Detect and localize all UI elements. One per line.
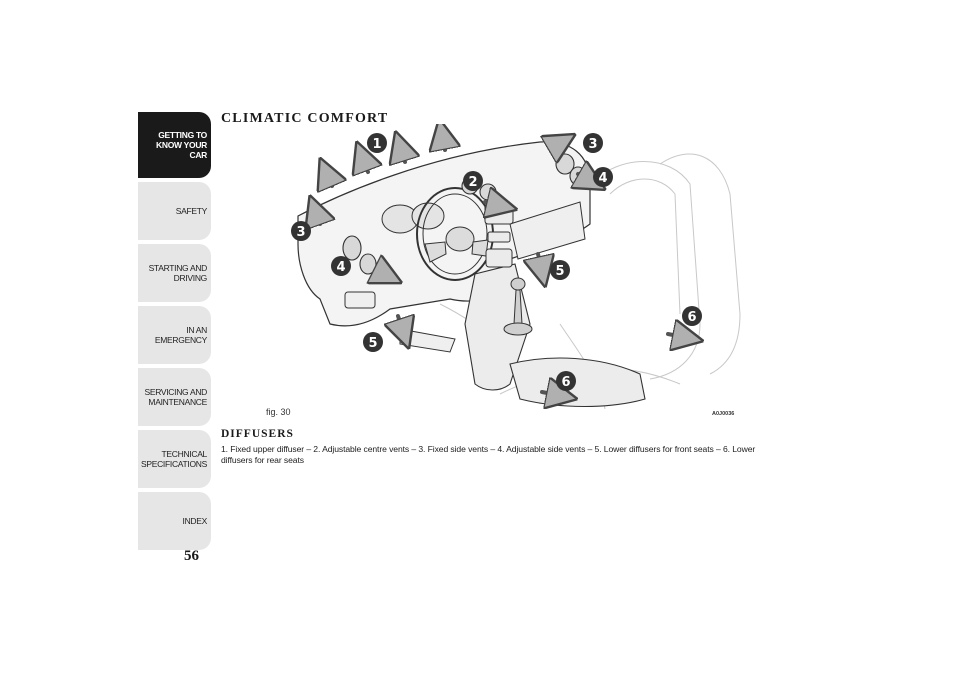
chapter-sidebar: GETTING TO KNOW YOUR CAR SAFETY STARTING… xyxy=(138,112,211,554)
svg-text:5: 5 xyxy=(555,264,564,279)
callout-6-right: 6 xyxy=(682,306,702,326)
callout-1: 1 xyxy=(367,133,387,153)
svg-text:6: 6 xyxy=(687,310,696,325)
callout-4-right: 4 xyxy=(593,167,613,187)
tab-starting-and-driving[interactable]: STARTING AND DRIVING xyxy=(138,244,211,302)
svg-text:6: 6 xyxy=(561,375,570,390)
tab-label: SAFETY xyxy=(175,206,208,216)
callout-2: 2 xyxy=(463,171,483,191)
tab-technical-specifications[interactable]: TECHNICAL SPECIFICATIONS xyxy=(138,430,211,488)
callout-5-left: 5 xyxy=(363,332,383,352)
svg-text:4: 4 xyxy=(598,171,607,186)
dashboard-diffusers-illustration: 1 2 3 3 4 4 5 5 6 6 xyxy=(260,124,760,409)
tab-label: TECHNICAL SPECIFICATIONS xyxy=(140,449,207,469)
tab-safety[interactable]: SAFETY xyxy=(138,182,211,240)
callout-6-lower: 6 xyxy=(556,371,576,391)
callout-5-right: 5 xyxy=(550,260,570,280)
diffusers-legend: 1. Fixed upper diffuser – 2. Adjustable … xyxy=(221,444,756,465)
callout-3-left: 3 xyxy=(291,221,311,241)
tab-servicing-and-maintenance[interactable]: SERVICING AND MAINTENANCE xyxy=(138,368,211,426)
tab-index[interactable]: INDEX xyxy=(138,492,211,550)
svg-text:1: 1 xyxy=(372,137,381,152)
page-number: 56 xyxy=(184,548,199,564)
tab-label: IN AN EMERGENCY xyxy=(154,325,207,345)
figure-code: A0J0036 xyxy=(712,411,735,417)
svg-text:3: 3 xyxy=(296,225,305,240)
section-title: CLIMATIC COMFORT xyxy=(221,111,389,126)
figure-label: fig. 30 xyxy=(266,407,291,417)
tab-label: INDEX xyxy=(182,516,208,526)
callout-4-left: 4 xyxy=(331,256,351,276)
svg-text:5: 5 xyxy=(368,336,377,351)
svg-text:4: 4 xyxy=(336,260,345,275)
tab-label: STARTING AND DRIVING xyxy=(148,263,208,283)
tab-in-an-emergency[interactable]: IN AN EMERGENCY xyxy=(138,306,211,364)
tab-label: GETTING TO KNOW YOUR CAR xyxy=(156,130,207,160)
tab-label: SERVICING AND MAINTENANCE xyxy=(144,387,207,407)
figure-callouts: 1 2 3 3 4 4 5 5 6 6 xyxy=(291,133,702,391)
tab-getting-to-know-your-car[interactable]: GETTING TO KNOW YOUR CAR xyxy=(138,112,211,178)
svg-text:3: 3 xyxy=(588,137,597,152)
callout-3-right: 3 xyxy=(583,133,603,153)
car-interior-drawing: 1 2 3 3 4 4 5 5 6 6 xyxy=(291,124,741,409)
svg-text:2: 2 xyxy=(468,175,477,190)
diffusers-heading: DIFFUSERS xyxy=(221,428,294,440)
